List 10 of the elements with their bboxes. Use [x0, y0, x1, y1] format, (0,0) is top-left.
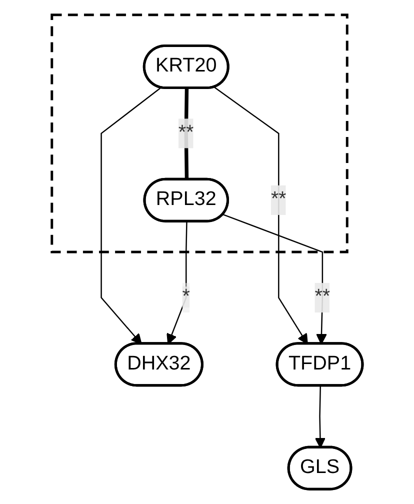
- edge-label: *: [182, 286, 190, 308]
- arrow: [100, 87, 161, 344]
- arrow: [314, 386, 326, 448]
- network-diagram: ** * ** ** KRT20 RPL32 DHX32 TFDP1 GLS: [42, 5, 372, 499]
- edge-label: **: [178, 122, 194, 144]
- edge-label: **: [270, 189, 286, 210]
- cluster: [50, 14, 348, 254]
- arrow: [166, 222, 188, 344]
- arrow: [214, 86, 308, 344]
- edge-label: **: [314, 286, 330, 308]
